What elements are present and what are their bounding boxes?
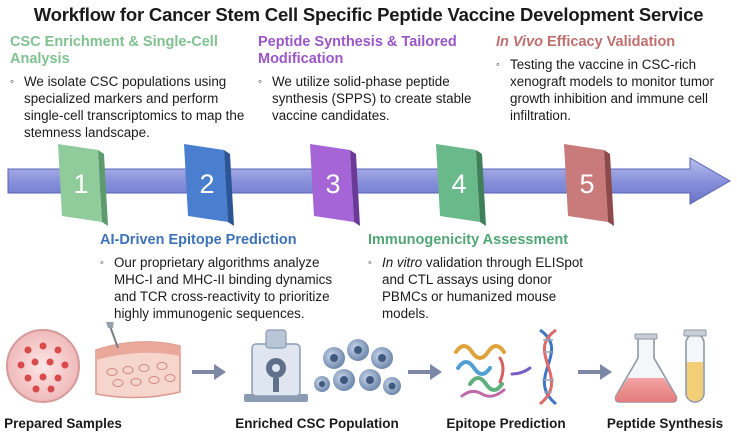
step-5-tag: 5	[564, 144, 614, 226]
step-4-description: In vitro validation through ELISpot and …	[382, 255, 583, 321]
step-3-text: Peptide Synthesis & Tailored Modificatio…	[258, 34, 473, 124]
step-1-tag: 1	[58, 144, 108, 226]
step-4-text: Immunogenicity Assessment ◦ In vitro val…	[368, 232, 583, 322]
workflow-arrow: 1 2 3 4 5	[7, 144, 732, 226]
step-1-description: We isolate CSC populations using special…	[24, 74, 245, 140]
step-2-number: 2	[199, 169, 214, 199]
flask-icon	[614, 333, 678, 403]
label-peptide-synthesis: Peptide Synthesis	[606, 416, 724, 431]
step-2-tag: 2	[184, 144, 234, 226]
label-enriched-csc: Enriched CSC Population	[235, 416, 399, 431]
label-epitope-prediction: Epitope Prediction	[446, 416, 566, 431]
cell-sorter-icon	[244, 329, 308, 402]
flow-arrow-icon	[408, 364, 442, 380]
stem-cells-icon	[314, 339, 401, 395]
step-5-number: 5	[579, 169, 594, 199]
step-4-number: 4	[451, 169, 466, 199]
step-3-tag: 3	[310, 144, 360, 226]
flow-arrow-icon	[578, 364, 612, 380]
page-title: Workflow for Cancer Stem Cell Specific P…	[33, 4, 704, 25]
petri-dish-icon	[6, 329, 80, 403]
step-3-number: 3	[325, 169, 340, 199]
arrow-shape	[7, 157, 732, 205]
step-4-heading: Immunogenicity Assessment	[368, 232, 569, 248]
bullet-icon: ◦	[496, 59, 500, 71]
step-2-description: Our proprietary algorithms analyze MHC-I…	[114, 255, 333, 321]
dna-helix-icon	[539, 328, 557, 406]
step-5-heading: In Vivo Efficacy Validation	[496, 34, 676, 50]
label-prepared-samples: Prepared Samples	[4, 416, 122, 431]
step-5-description: Testing the vaccine in CSC-rich xenograf…	[510, 57, 714, 123]
step-2-text: AI-Driven Epitope Prediction ◦ Our propr…	[100, 232, 340, 322]
flow-arrow-icon	[192, 364, 226, 380]
bullet-icon: ◦	[100, 257, 104, 269]
bullet-icon: ◦	[258, 76, 262, 88]
step-1-text: CSC Enrichment & Single-Cell Analysis ◦ …	[10, 34, 255, 141]
tissue-sample-icon	[95, 322, 181, 399]
bullet-icon: ◦	[10, 76, 14, 88]
step-1-number: 1	[73, 169, 88, 199]
step-1-heading: CSC Enrichment & Single-Cell Analysis	[10, 34, 218, 67]
bullet-icon: ◦	[368, 257, 372, 269]
step-3-heading: Peptide Synthesis & Tailored Modificatio…	[258, 34, 457, 67]
step-2-heading: AI-Driven Epitope Prediction	[100, 232, 297, 248]
step-4-tag: 4	[436, 144, 486, 226]
test-tube-icon	[683, 329, 707, 403]
protein-structure-icon	[454, 344, 532, 398]
step-3-description: We utilize solid-phase peptide synthesis…	[272, 74, 472, 123]
step-5-text: In Vivo Efficacy Validation ◦ Testing th…	[496, 34, 728, 124]
illustration-row	[6, 322, 707, 406]
